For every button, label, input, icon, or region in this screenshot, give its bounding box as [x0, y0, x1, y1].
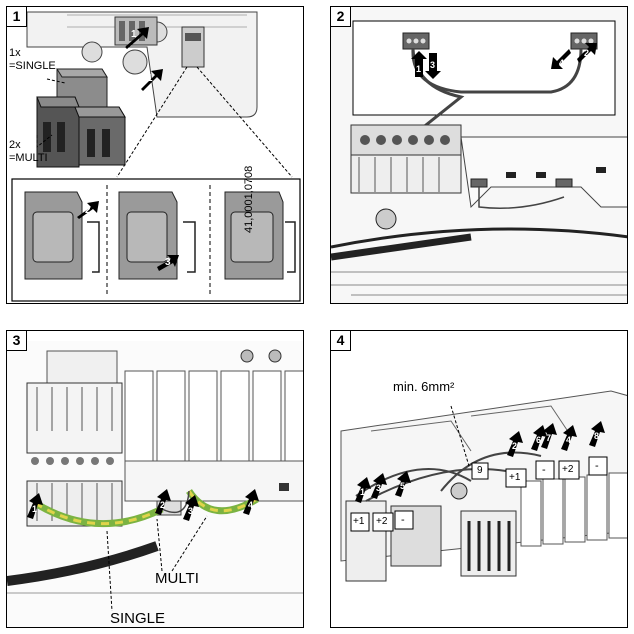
panel-3: 3 — [6, 330, 304, 628]
callout-label: 4 — [559, 58, 565, 68]
terminal-minus-box-left — [394, 510, 414, 530]
callout-arrow-4 — [551, 49, 571, 69]
multi-label: =MULTI — [9, 152, 48, 164]
callout-label: 1 — [360, 487, 366, 497]
rotated-code-label: 41,0001,0708 — [243, 165, 255, 233]
callout-label: 2 — [85, 205, 91, 216]
callout-arrow-5 — [395, 471, 411, 497]
callout-label: 2 — [512, 441, 518, 451]
terminal-plus1-label-left: +1 — [353, 516, 365, 527]
callout-label: 3 — [376, 483, 382, 493]
callout-arrow-4 — [243, 489, 259, 515]
panel-2-illustration — [331, 7, 627, 303]
panel-number: 4 — [331, 331, 351, 351]
terminal-plus2-box-left — [372, 512, 394, 532]
callout-arrow-2 — [155, 489, 171, 515]
callout-arrow-2 — [507, 431, 523, 457]
panel-4-illustration — [331, 331, 627, 627]
callout-arrow-3 — [425, 53, 441, 79]
callout-label: 3 — [188, 506, 194, 516]
callout-arrow-3 — [183, 495, 199, 521]
callout-arrow-1 — [411, 51, 427, 77]
single-label: SINGLE — [110, 610, 166, 627]
panel-1-illustration — [11, 11, 301, 302]
terminal-plus2-label-left: +2 — [376, 516, 388, 527]
callout-label: 3 — [430, 60, 436, 70]
callout-arrow-7 — [541, 423, 557, 449]
terminal-plus1-box-left — [350, 512, 370, 532]
callout-label: 4 — [248, 500, 254, 510]
callout-arrow-2 — [77, 201, 99, 219]
panel-3-illustration — [7, 341, 303, 627]
callout-arrow-8 — [589, 421, 605, 447]
panel-2: 2 1 3 2 4 — [330, 6, 628, 304]
callout-label: 6 — [536, 435, 542, 445]
terminal-minus-label-b: - — [595, 460, 599, 472]
single-label: =SINGLE — [9, 60, 56, 72]
panel-4: 4 — [330, 330, 628, 628]
callout-arrow-1b — [141, 69, 163, 91]
callout-label: 2 — [584, 48, 590, 58]
callout-arrow-6 — [531, 425, 547, 451]
callout-label: 2 — [160, 500, 166, 510]
cable-size-label: min. 6mm² — [393, 379, 455, 394]
terminal-plus2-label: +2 — [562, 464, 574, 475]
terminal-plus1-box — [505, 468, 527, 488]
callout-label: 5 — [400, 481, 406, 491]
callout-arrow-4 — [561, 425, 577, 451]
callout-arrow-3 — [157, 255, 179, 271]
terminal-9-label: 9 — [477, 465, 483, 476]
callout-label: 1 — [131, 29, 137, 40]
panel-number: 2 — [331, 7, 351, 27]
callout-label: 8 — [594, 431, 600, 441]
callout-arrow-1a — [125, 27, 149, 49]
callout-arrow-1 — [355, 477, 371, 503]
terminal-minus-box-b — [588, 456, 608, 476]
multi-count-label: 2x — [9, 139, 21, 151]
callout-label: 1 — [147, 73, 153, 84]
single-count-label: 1x — [9, 47, 21, 59]
callout-label: 3 — [165, 257, 171, 268]
callout-arrow-3 — [371, 473, 387, 499]
panel-number: 3 — [7, 331, 27, 351]
callout-arrow-1 — [27, 493, 43, 519]
callout-arrow-2 — [577, 43, 597, 63]
panel-1: 1 — [6, 6, 304, 304]
terminal-plus2-box — [558, 460, 580, 480]
callout-label: 1 — [32, 504, 38, 514]
callout-label: 1 — [416, 64, 422, 74]
panel-number: 1 — [7, 7, 27, 27]
terminal-minus-box-a — [535, 460, 555, 480]
terminal-minus-label-left: - — [401, 514, 405, 526]
terminal-9-box — [471, 462, 489, 480]
callout-label: 4 — [566, 435, 572, 445]
multi-label: MULTI — [155, 570, 199, 587]
terminal-minus-label-a: - — [542, 464, 546, 476]
callout-label: 7 — [546, 433, 552, 443]
terminal-plus1-label: +1 — [509, 472, 521, 483]
